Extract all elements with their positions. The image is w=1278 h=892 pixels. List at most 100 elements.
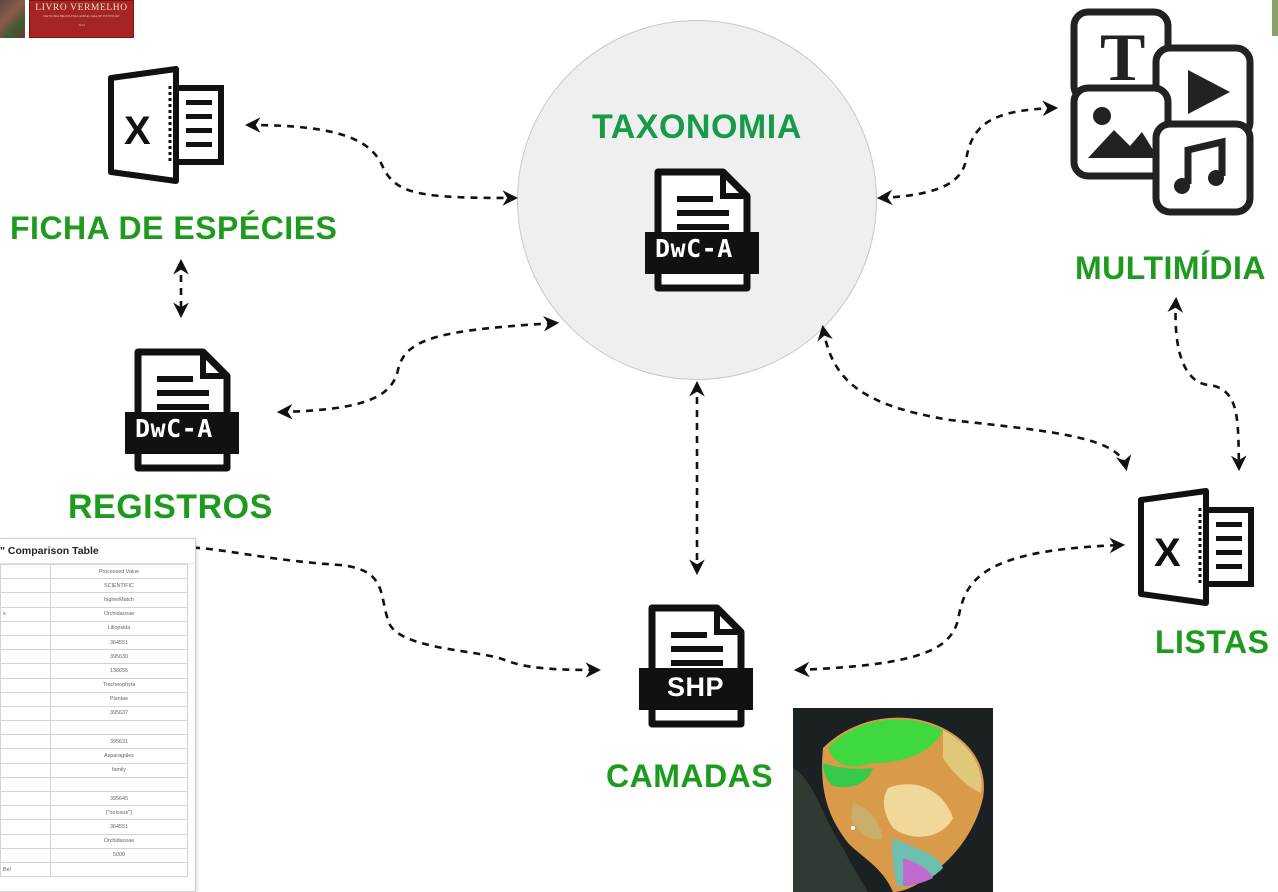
table-row: 138655 bbox=[0, 663, 188, 679]
table-row: Orchidaceae bbox=[0, 833, 188, 849]
table-cell-field bbox=[0, 805, 51, 821]
table-cell-field bbox=[0, 578, 51, 594]
table-cell-value: Orchidaceae bbox=[50, 606, 188, 622]
table-cell-value: Tracheophyta bbox=[50, 677, 188, 693]
table-cell-field bbox=[0, 790, 51, 807]
table-cell-value bbox=[50, 720, 188, 736]
table-cell-value: SCIENTIFIC bbox=[50, 578, 188, 594]
ficha-de-especies-label: FICHA DE ESPÉCIES bbox=[10, 210, 338, 246]
camadas-file-badge: SHP bbox=[667, 672, 725, 702]
table-cell-value: higherMatch bbox=[50, 592, 188, 608]
table-cell-field bbox=[0, 720, 51, 736]
edge-registros-taxonomia bbox=[276, 315, 560, 420]
comparison-table-title: " Comparison Table bbox=[0, 539, 195, 564]
registros-file-badge: DwC-A bbox=[135, 414, 213, 443]
dwca-file-icon bbox=[125, 348, 239, 472]
table-cell-field bbox=[0, 634, 51, 651]
table-cell-value: Processed Value bbox=[50, 563, 188, 580]
edge-ficha-taxonomia bbox=[244, 117, 519, 206]
listas-label: LISTAS bbox=[1155, 624, 1270, 660]
table-cell-value: ["noIssue"] bbox=[50, 805, 188, 821]
table-cell-value: Liliopsida bbox=[50, 620, 188, 636]
table-cell-field bbox=[0, 734, 51, 750]
table-cell-field bbox=[0, 592, 51, 608]
table-cell-value: 395630 bbox=[50, 649, 188, 665]
table-row: 5000 bbox=[0, 847, 188, 863]
table-cell-field bbox=[0, 705, 51, 722]
taxonomia-file-badge: DwC-A bbox=[655, 234, 733, 263]
table-row: 395630 bbox=[0, 649, 188, 665]
taxonomia-label: TAXONOMIA bbox=[592, 108, 802, 146]
table-row: higherMatch bbox=[0, 592, 188, 608]
table-row: ["noIssue"] bbox=[0, 805, 188, 821]
book-subtitle: DA FLORA BRASILEIRA AMEAÇADA DE EXTINÇÃO bbox=[43, 14, 120, 18]
table-cell-field: s bbox=[0, 606, 51, 622]
multimedia-icon: T bbox=[1070, 8, 1254, 216]
table-row: Bel bbox=[0, 861, 188, 878]
book-title: LIVRO VERMELHO bbox=[35, 3, 128, 13]
flower-photo-thumbnail bbox=[0, 0, 25, 38]
table-row: 395631 bbox=[0, 734, 188, 750]
table-cell-value: 395631 bbox=[50, 734, 188, 750]
table-cell-field bbox=[0, 677, 51, 693]
edge-taxonomia-listas bbox=[817, 324, 1132, 472]
table-cell-value: 364551 bbox=[50, 634, 188, 651]
table-row: Tracheophyta bbox=[0, 677, 188, 693]
table-row: 395637 bbox=[0, 705, 188, 722]
table-cell-value: Plantae bbox=[50, 691, 188, 707]
shp-file-icon bbox=[639, 604, 753, 728]
table-row: 364551 bbox=[0, 819, 188, 835]
svg-text:X: X bbox=[124, 109, 151, 153]
edge-table-camadas bbox=[176, 539, 602, 678]
table-row: Plantae bbox=[0, 691, 188, 707]
table-cell-value: 395645 bbox=[50, 790, 188, 807]
book-year: 2013 bbox=[78, 23, 85, 27]
table-cell-value: Orchidaceae bbox=[50, 833, 188, 849]
table-row bbox=[0, 776, 188, 793]
edge-multimidia-listas bbox=[1167, 296, 1247, 472]
table-cell-field bbox=[0, 776, 51, 793]
multimidia-label: MULTIMÍDIA bbox=[1075, 250, 1267, 286]
table-cell-field bbox=[0, 833, 51, 849]
table-cell-value: 395637 bbox=[50, 705, 188, 722]
table-row bbox=[0, 720, 188, 736]
edge-listas-camadas bbox=[793, 537, 1126, 678]
brazil-map-image bbox=[793, 708, 993, 892]
edge-thumbnail bbox=[1272, 0, 1278, 36]
excel-icon: X bbox=[108, 66, 224, 184]
table-cell-field bbox=[0, 663, 51, 679]
table-row: 364551 bbox=[0, 634, 188, 651]
table-cell-field bbox=[0, 762, 51, 778]
table-row: SCIENTIFIC bbox=[0, 578, 188, 594]
table-row: Asparagales bbox=[0, 748, 188, 764]
table-cell-field bbox=[0, 691, 51, 707]
table-row: Liliopsida bbox=[0, 620, 188, 636]
table-cell-field bbox=[0, 649, 51, 665]
table-cell-field bbox=[0, 748, 51, 764]
table-row: Processed Value bbox=[0, 563, 188, 580]
table-cell-field bbox=[0, 620, 51, 636]
svg-text:X: X bbox=[1154, 531, 1181, 575]
table-row: 395645 bbox=[0, 790, 188, 807]
table-cell-value: 364551 bbox=[50, 819, 188, 835]
table-cell-field bbox=[0, 847, 51, 863]
table-cell-field bbox=[0, 563, 51, 580]
livro-vermelho-cover: LIVRO VERMELHO DA FLORA BRASILEIRA AMEAÇ… bbox=[29, 0, 134, 38]
table-row: family bbox=[0, 762, 188, 778]
table-cell-value bbox=[50, 861, 188, 878]
excel-icon: X bbox=[1138, 488, 1254, 606]
registros-label: REGISTROS bbox=[68, 488, 273, 526]
table-cell-value bbox=[50, 776, 188, 793]
table-cell-value: family bbox=[50, 762, 188, 778]
svg-text:T: T bbox=[1100, 19, 1145, 95]
table-cell-field bbox=[0, 819, 51, 835]
table-cell-value: 5000 bbox=[50, 847, 188, 863]
edge-multimedia-taxonomia bbox=[876, 100, 1059, 206]
table-cell-value: Asparagales bbox=[50, 748, 188, 764]
camadas-label: CAMADAS bbox=[606, 758, 774, 794]
table-cell-value: 138655 bbox=[50, 663, 188, 679]
